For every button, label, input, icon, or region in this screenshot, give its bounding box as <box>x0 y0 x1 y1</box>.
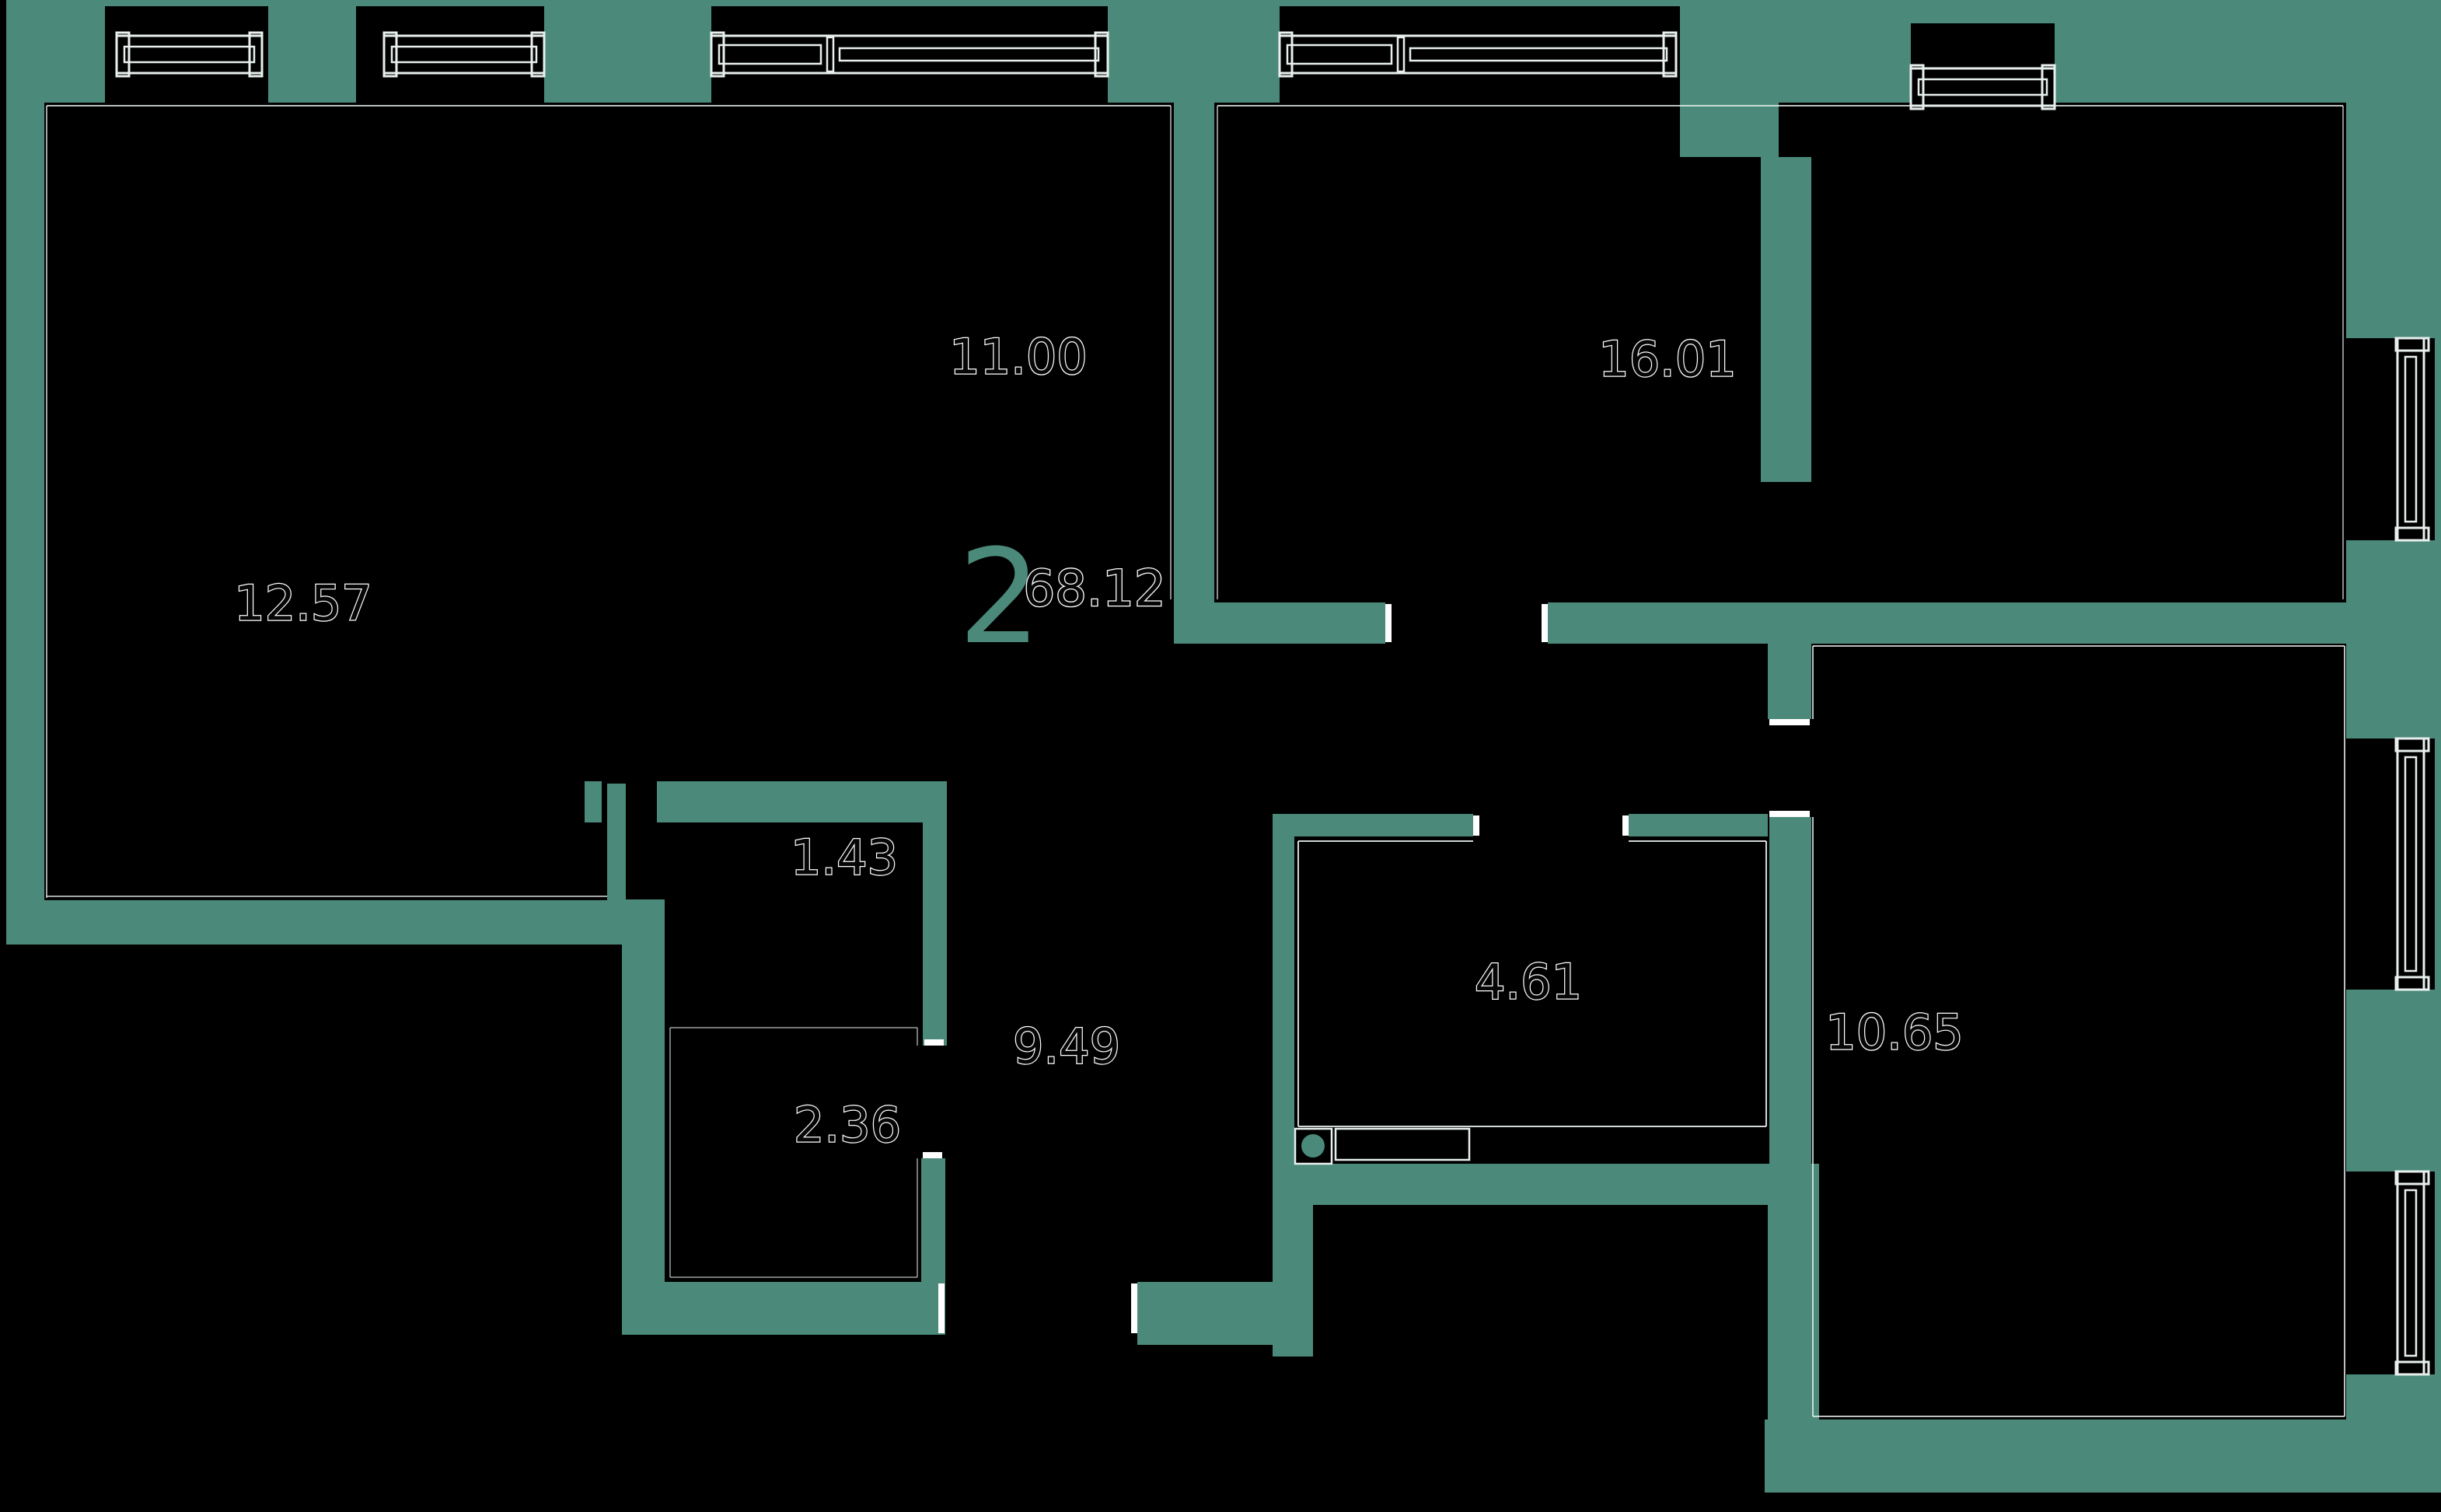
door-jamb <box>1473 815 1479 836</box>
wall <box>1108 6 1280 103</box>
wall <box>2346 540 2441 739</box>
wall <box>657 781 933 822</box>
window-sash <box>718 44 822 65</box>
wall <box>1765 1419 2441 1493</box>
room-count-label: 2 <box>959 521 1042 673</box>
room-12-57-area-label: 12.57 <box>234 575 372 632</box>
wall <box>1175 602 1385 644</box>
window-frame <box>2396 737 2425 991</box>
door-jamb <box>1131 1283 1137 1333</box>
window-mullion <box>826 36 835 73</box>
wall <box>544 6 711 103</box>
window-frame <box>2396 1170 2425 1376</box>
door-knob <box>607 899 626 917</box>
window-sash <box>123 45 256 64</box>
door-jamb <box>1385 604 1392 642</box>
wall <box>2346 990 2441 1172</box>
wall <box>2055 6 2441 103</box>
wall <box>1761 157 1811 482</box>
window-mullion <box>1396 36 1406 73</box>
wall <box>6 900 622 945</box>
wall <box>623 1282 945 1335</box>
room-11-00-area-label: 11.00 <box>949 329 1088 386</box>
room-4-61-area-label: 4.61 <box>1475 954 1582 1011</box>
door-jamb <box>924 1039 944 1046</box>
window-frame <box>115 34 264 75</box>
wall <box>2435 0 2441 1493</box>
window-sash <box>2404 756 2418 972</box>
wall <box>6 0 2435 6</box>
window-sash <box>2404 1189 2418 1357</box>
wall <box>1273 814 1473 836</box>
wall <box>1779 6 1911 103</box>
window-sash <box>390 45 538 64</box>
window-sash <box>1409 47 1668 62</box>
window-frame <box>1278 34 1678 75</box>
wall <box>1548 602 2346 644</box>
window-frame <box>2396 337 2425 542</box>
window-sash <box>1917 78 2048 96</box>
wall <box>1137 1282 1313 1345</box>
room-10-65-area-label: 10.65 <box>1825 1004 1964 1061</box>
wall <box>1629 814 1768 836</box>
wall <box>921 1158 945 1282</box>
total-area-label: 68.12 <box>1023 560 1165 618</box>
window-frame <box>1909 67 2056 107</box>
room-1-43-area-label: 1.43 <box>791 829 898 886</box>
wall <box>2346 1374 2441 1493</box>
door-jamb <box>1542 604 1548 642</box>
room-16-01-area-label: 16.01 <box>1598 331 1737 388</box>
bathroom-fixture <box>1334 1127 1471 1161</box>
washing-machine-drum <box>1301 1134 1325 1158</box>
wall <box>2346 103 2441 338</box>
window-frame <box>382 34 546 75</box>
wall <box>622 899 665 1335</box>
wall <box>1680 6 1779 157</box>
window-sash <box>838 47 1100 62</box>
door-jamb <box>1622 815 1629 836</box>
door-jamb <box>1769 719 1810 725</box>
room-9-49-area-label: 9.49 <box>1013 1018 1120 1075</box>
wall <box>6 6 105 103</box>
bathroom-fixture <box>1294 1127 1333 1165</box>
wall <box>923 781 947 1046</box>
wall <box>1273 1164 1768 1205</box>
wall <box>1174 103 1214 644</box>
door-jamb <box>938 1283 945 1333</box>
door-jamb <box>923 1152 942 1158</box>
wall <box>1769 817 1811 1164</box>
wall <box>1273 814 1294 1205</box>
wall <box>585 781 602 822</box>
wall <box>268 6 356 103</box>
wall <box>1911 6 2055 23</box>
wall <box>1768 644 1811 719</box>
room-2-36-area-label: 2.36 <box>794 1097 901 1154</box>
window-sash <box>1286 44 1393 65</box>
window-frame <box>710 34 1109 75</box>
wall <box>6 103 44 900</box>
door-jamb <box>1769 811 1810 817</box>
window-sash <box>2404 355 2418 523</box>
